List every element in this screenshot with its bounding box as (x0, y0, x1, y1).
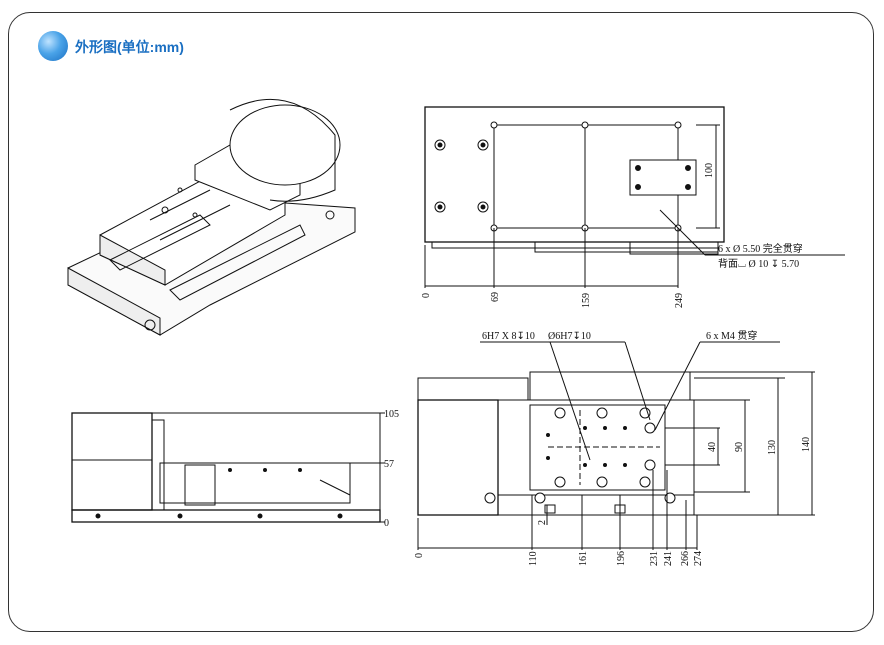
dim-top-0: 0 (421, 293, 432, 298)
dim-140: 140 (801, 437, 812, 452)
dim-front-274: 274 (693, 551, 704, 566)
dim-front-241: 241 (663, 551, 674, 566)
dim-40: 40 (707, 442, 718, 452)
dim-front-231: 231 (649, 551, 660, 566)
dim-top-249: 249 (674, 293, 685, 308)
page-title: 外形图(单位:mm) (75, 39, 184, 55)
dim-front-161: 161 (578, 551, 589, 566)
callout-dowel-slot: 6H7 X 8↧10 (482, 331, 535, 342)
dim-side-57: 57 (384, 459, 394, 470)
callout-dowel-hole: Ø6H7↧10 (548, 331, 591, 342)
dim-90: 90 (734, 442, 745, 452)
dim-2: 2 (537, 520, 548, 525)
isometric-view (67, 98, 356, 336)
dim-front-196: 196 (616, 551, 627, 566)
dim-front-110: 110 (528, 551, 539, 566)
title-bullet-icon (38, 31, 68, 61)
dim-side-105: 105 (384, 409, 399, 420)
hole-note-2: 背面⌴ Ø 10 ↧ 5.70 (718, 257, 799, 270)
dim-100: 100 (704, 163, 715, 178)
top-view (424, 106, 845, 288)
dim-top-69: 69 (490, 292, 501, 302)
front-view (417, 341, 815, 550)
dim-side-0: 0 (384, 518, 389, 529)
dim-130: 130 (767, 440, 778, 455)
content-frame (8, 12, 874, 632)
callout-m4-holes: 6 x M4 贯穿 (706, 329, 757, 342)
side-view (71, 412, 385, 523)
hole-note-1: 6 x Ø 5.50 完全贯穿 (718, 242, 803, 255)
dim-top-159: 159 (581, 293, 592, 308)
dim-front-0: 0 (414, 553, 425, 558)
dim-front-266: 266 (680, 551, 691, 566)
